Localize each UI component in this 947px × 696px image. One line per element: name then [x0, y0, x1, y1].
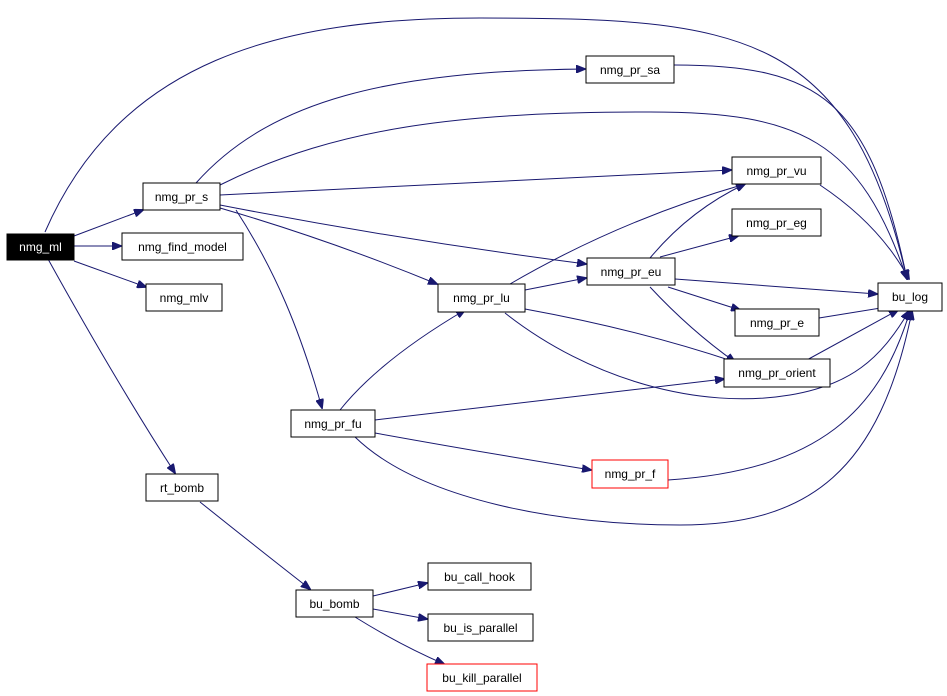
node-bu_call_hook[interactable]: bu_call_hook: [427, 562, 532, 591]
node-label: nmg_pr_fu: [304, 417, 361, 431]
edge-nmg_pr_s-nmg_pr_eu: [219, 204, 586, 264]
node-nmg_pr_eg[interactable]: nmg_pr_eg: [731, 208, 822, 237]
edge-nmg_pr_fu-nmg_pr_f: [374, 432, 591, 470]
edge-nmg_pr_sa-bu_log: [673, 64, 907, 279]
node-label: nmg_pr_vu: [746, 164, 806, 178]
edge-nmg_pr_fu-bu_log: [354, 311, 912, 526]
edge-nmg_ml-nmg_pr_s: [73, 210, 143, 237]
edge-nmg_pr_orient-bu_log: [804, 310, 898, 362]
edge-nmg_pr_fu-nmg_pr_lu: [339, 310, 465, 411]
node-nmg_pr_fu[interactable]: nmg_pr_fu: [290, 409, 376, 438]
node-nmg_find_model[interactable]: nmg_find_model: [121, 232, 244, 261]
node-label: bu_is_parallel: [443, 621, 517, 635]
edge-nmg_pr_s-nmg_pr_lu: [219, 207, 437, 284]
node-rt_bomb[interactable]: rt_bomb: [145, 473, 219, 502]
edge-nmg_ml-nmg_mlv: [73, 260, 146, 287]
node-bu_log[interactable]: bu_log: [877, 282, 943, 312]
edge-nmg_pr_s-nmg_pr_vu: [219, 170, 731, 196]
node-bu_bomb[interactable]: bu_bomb: [295, 589, 374, 618]
node-bu_is_parallel[interactable]: bu_is_parallel: [427, 613, 534, 642]
edge-nmg_pr_eu-nmg_pr_eg: [659, 236, 738, 258]
edge-nmg_pr_s-nmg_pr_sa: [195, 69, 585, 184]
node-label: nmg_pr_s: [155, 190, 208, 204]
node-nmg_ml[interactable]: nmg_ml: [6, 233, 75, 261]
node-nmg_pr_s[interactable]: nmg_pr_s: [142, 182, 221, 211]
node-nmg_pr_orient[interactable]: nmg_pr_orient: [723, 358, 831, 388]
node-nmg_pr_lu[interactable]: nmg_pr_lu: [437, 283, 526, 313]
edge-bu_bomb-bu_kill_parallel: [354, 616, 444, 664]
node-nmg_pr_eu[interactable]: nmg_pr_eu: [586, 257, 676, 286]
edge-nmg_pr_eu-nmg_pr_orient: [649, 286, 735, 362]
node-label: nmg_pr_sa: [600, 63, 660, 77]
node-label: rt_bomb: [160, 481, 204, 495]
edge-nmg_pr_eu-bu_log: [674, 278, 877, 294]
edge-nmg_pr_lu-bu_log: [504, 311, 909, 400]
node-nmg_mlv[interactable]: nmg_mlv: [145, 283, 223, 312]
node-nmg_pr_sa[interactable]: nmg_pr_sa: [585, 55, 675, 84]
edge-nmg_pr_lu-nmg_pr_orient: [524, 308, 735, 362]
edge-nmg_pr_lu-nmg_pr_vu: [509, 184, 745, 285]
edge-rt_bomb-bu_bomb: [199, 501, 310, 589]
node-bu_kill_parallel[interactable]: bu_kill_parallel: [426, 663, 538, 692]
edge-bu_bomb-bu_call_hook: [372, 583, 427, 597]
node-label: nmg_find_model: [138, 240, 227, 254]
node-label: nmg_pr_eg: [746, 216, 807, 230]
node-label: nmg_ml: [19, 240, 62, 254]
edge-nmg_pr_eu-nmg_pr_vu: [649, 184, 745, 259]
edge-nmg_pr_f-bu_log: [667, 311, 910, 481]
edge-nmg_pr_fu-nmg_pr_orient: [374, 379, 724, 421]
node-label: nmg_mlv: [160, 291, 209, 305]
edge-nmg_pr_eu-nmg_pr_e: [667, 286, 740, 310]
node-nmg_pr_e[interactable]: nmg_pr_e: [734, 308, 820, 337]
edge-nmg_ml-rt_bomb: [47, 258, 175, 473]
node-nmg_pr_vu[interactable]: nmg_pr_vu: [731, 156, 822, 185]
nodes: nmg_ml nmg_pr_s nmg_find_model nmg_mlv r…: [6, 55, 943, 692]
node-label: nmg_pr_eu: [601, 265, 662, 279]
edge-nmg_pr_s-bu_log: [219, 111, 907, 279]
node-label: nmg_pr_f: [605, 467, 656, 481]
node-label: bu_kill_parallel: [442, 671, 521, 685]
node-label: bu_bomb: [309, 597, 359, 611]
edge-nmg_pr_vu-bu_log: [819, 184, 909, 279]
node-label: nmg_pr_orient: [738, 366, 816, 380]
node-label: nmg_pr_e: [750, 316, 804, 330]
edge-nmg_pr_lu-nmg_pr_eu: [524, 278, 586, 291]
node-label: nmg_pr_lu: [453, 291, 510, 305]
edge-nmg_pr_s-nmg_pr_fu: [235, 209, 322, 408]
node-nmg_pr_f[interactable]: nmg_pr_f: [591, 459, 669, 489]
edge-bu_bomb-bu_is_parallel: [372, 608, 427, 619]
node-label: bu_log: [892, 290, 928, 304]
node-label: bu_call_hook: [444, 570, 516, 584]
